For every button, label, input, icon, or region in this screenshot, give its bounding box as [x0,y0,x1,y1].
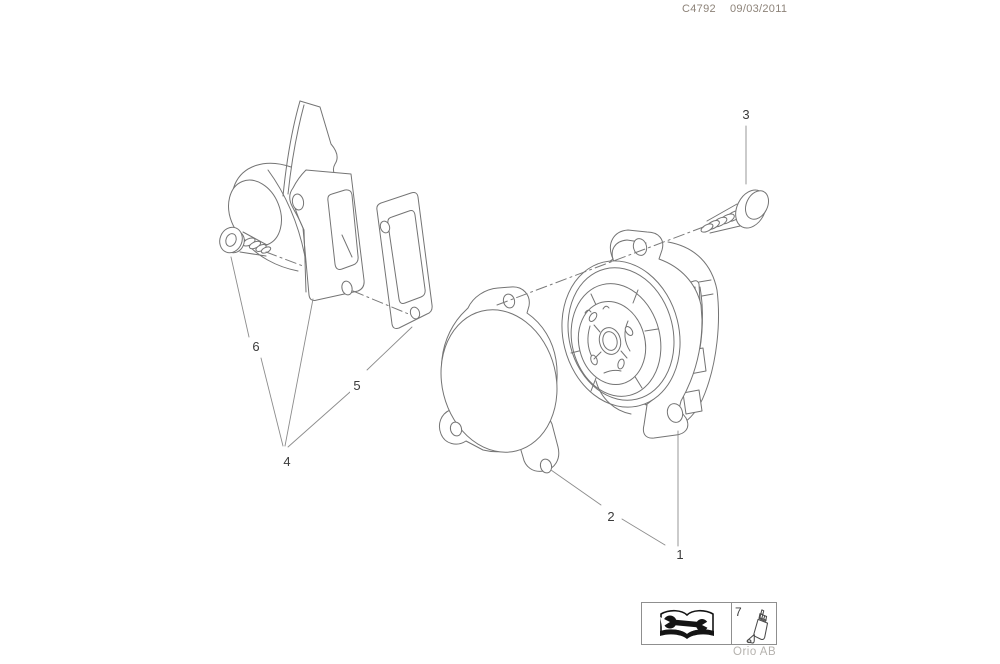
thermostat-housing-drawing [228,100,365,301]
legend-box: 7 [641,602,777,645]
screw-3-drawing [700,189,770,234]
round-gasket-drawing [438,286,560,474]
assembly-center-lines [265,225,707,316]
document-date: 09/03/2011 [730,3,788,15]
legend-sealant-cell: 7 [732,603,776,644]
callout-3-screw: 3 [739,108,753,122]
workshop-manual-book-wrench-icon [659,609,714,639]
callout-6-screw: 6 [249,340,263,354]
callout-2-round-gasket: 2 [604,510,618,524]
thermostat-gasket-drawing [376,192,433,329]
document-code: C4792 [682,3,716,15]
screw-6-drawing [219,226,272,257]
callout-1-water-pump: 1 [673,548,687,562]
legend-manual-cell [642,603,732,644]
callout-5-thermostat-gasket: 5 [350,379,364,393]
sealant-bottle-icon [746,609,769,644]
water-pump-drawing [561,229,719,439]
legend-sealant-number: 7 [735,605,742,619]
brand-text: Orio AB [733,646,777,658]
callout-4-housing-assembly: 4 [280,455,294,469]
callout-leader-lines [230,125,747,547]
